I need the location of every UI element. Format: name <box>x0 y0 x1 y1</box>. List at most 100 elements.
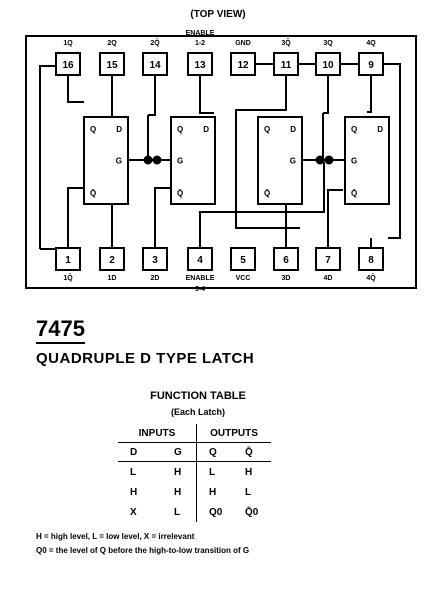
pin-number: 2 <box>109 255 115 266</box>
junction-dot <box>324 155 334 165</box>
pin-number: 10 <box>322 60 334 71</box>
table-cell: H <box>130 486 138 498</box>
table-cell: L <box>245 486 252 498</box>
pin-number: 7 <box>325 255 331 266</box>
latch-g-label: G <box>116 157 122 166</box>
junction-dot <box>315 155 325 165</box>
pin-box <box>230 52 256 76</box>
latch-q-label: Q <box>177 125 183 134</box>
package-outline <box>25 35 417 289</box>
latch-qbar-label: Q̄ <box>264 189 270 198</box>
col-q: Q <box>196 442 245 462</box>
latch-d-label: D <box>116 125 122 134</box>
pin-number: 13 <box>194 60 206 71</box>
wire <box>67 64 84 103</box>
part-number: 7475 <box>36 318 85 344</box>
pin-label: 2Q̄ <box>150 38 160 47</box>
pin-box <box>99 247 125 271</box>
pin-number: 15 <box>106 60 118 71</box>
top-view-title: (TOP VIEW) <box>190 9 245 20</box>
col-qbar: Q̄ <box>245 442 271 462</box>
wire <box>154 187 172 248</box>
col-d: D <box>118 442 174 462</box>
function-table-title: FUNCTION TABLE <box>150 390 246 402</box>
pin-box <box>315 52 341 76</box>
latch-d-label: D <box>203 125 209 134</box>
pin-label: 3-4 <box>195 286 205 293</box>
wire <box>235 64 300 229</box>
wire <box>148 64 156 116</box>
pin-label: GND <box>235 40 251 47</box>
pin-number: 1 <box>65 255 71 266</box>
pin-label: 1Q̄ <box>63 273 73 282</box>
pin-label: VCC <box>236 275 251 282</box>
latch-q-label: Q <box>90 125 96 134</box>
table-cell: H <box>209 486 217 498</box>
pin-box <box>230 247 256 271</box>
latch-q-label: Q <box>351 125 357 134</box>
column-header-row: D G Q Q̄ <box>118 442 271 462</box>
pin-label: 3Q <box>323 40 333 47</box>
table-cell: Q0 <box>209 506 223 518</box>
pin-box <box>273 247 299 271</box>
table-cell: X <box>130 506 137 518</box>
pin-box <box>142 52 168 76</box>
pin-label: 1Q <box>63 40 73 47</box>
table-row: X L Q0 Q̄0 <box>118 502 271 522</box>
pin-number: 9 <box>368 60 374 71</box>
footnote-legend: H = high level, L = low level, X = irrel… <box>36 532 195 541</box>
pin-number: 14 <box>149 60 161 71</box>
pin-box <box>358 52 384 76</box>
pin-number: 16 <box>62 60 74 71</box>
table-cell: Q̄0 <box>245 506 259 518</box>
pin-label: 4D <box>324 275 333 282</box>
latch-block: Q D G Q̄ <box>170 116 216 205</box>
wire <box>67 187 84 248</box>
pin-number: 12 <box>237 60 249 71</box>
pin-number: 5 <box>240 255 246 266</box>
pin-label: 3Q̄ <box>281 38 291 47</box>
pin-box <box>55 247 81 271</box>
pin-box <box>187 52 213 76</box>
latch-g-label: G <box>290 157 296 166</box>
latch-q-label: Q <box>264 125 270 134</box>
wire <box>39 65 56 249</box>
latch-qbar-label: Q̄ <box>90 189 96 198</box>
wire <box>327 189 343 248</box>
pin-box <box>55 52 81 76</box>
latch-g-label: G <box>177 157 183 166</box>
pin-number: 3 <box>152 255 158 266</box>
function-table-subtitle: (Each Latch) <box>170 407 225 417</box>
latch-block: Q D G Q̄ <box>83 116 129 205</box>
pin-label: 4Q̄ <box>366 273 376 282</box>
pin-label: 2D <box>151 275 160 282</box>
junction-dot <box>143 155 153 165</box>
wire <box>199 64 214 114</box>
table-cell: H <box>174 461 197 482</box>
inputs-header: INPUTS <box>118 424 197 443</box>
table-cell: L <box>130 466 137 478</box>
latch-qbar-label: Q̄ <box>177 189 183 198</box>
pin-box <box>142 247 168 271</box>
function-table: INPUTS OUTPUTS D G Q Q̄ L H L H H H H L … <box>118 424 271 522</box>
pin-label: 2Q <box>107 40 117 47</box>
pin-box <box>99 52 125 76</box>
latch-d-label: D <box>377 125 383 134</box>
table-cell: H <box>245 466 253 478</box>
table-row: L H L H <box>118 461 271 482</box>
pin-number: 4 <box>197 255 203 266</box>
junction-dot <box>152 155 162 165</box>
latch-g-label: G <box>351 157 357 166</box>
wire <box>367 64 372 113</box>
pin-label: 1D <box>108 275 117 282</box>
outputs-header: OUTPUTS <box>196 424 271 443</box>
pin-number: 11 <box>281 60 292 71</box>
pin-box <box>187 247 213 271</box>
table-cell: H <box>174 482 197 502</box>
pin-label: 3D <box>282 275 291 282</box>
